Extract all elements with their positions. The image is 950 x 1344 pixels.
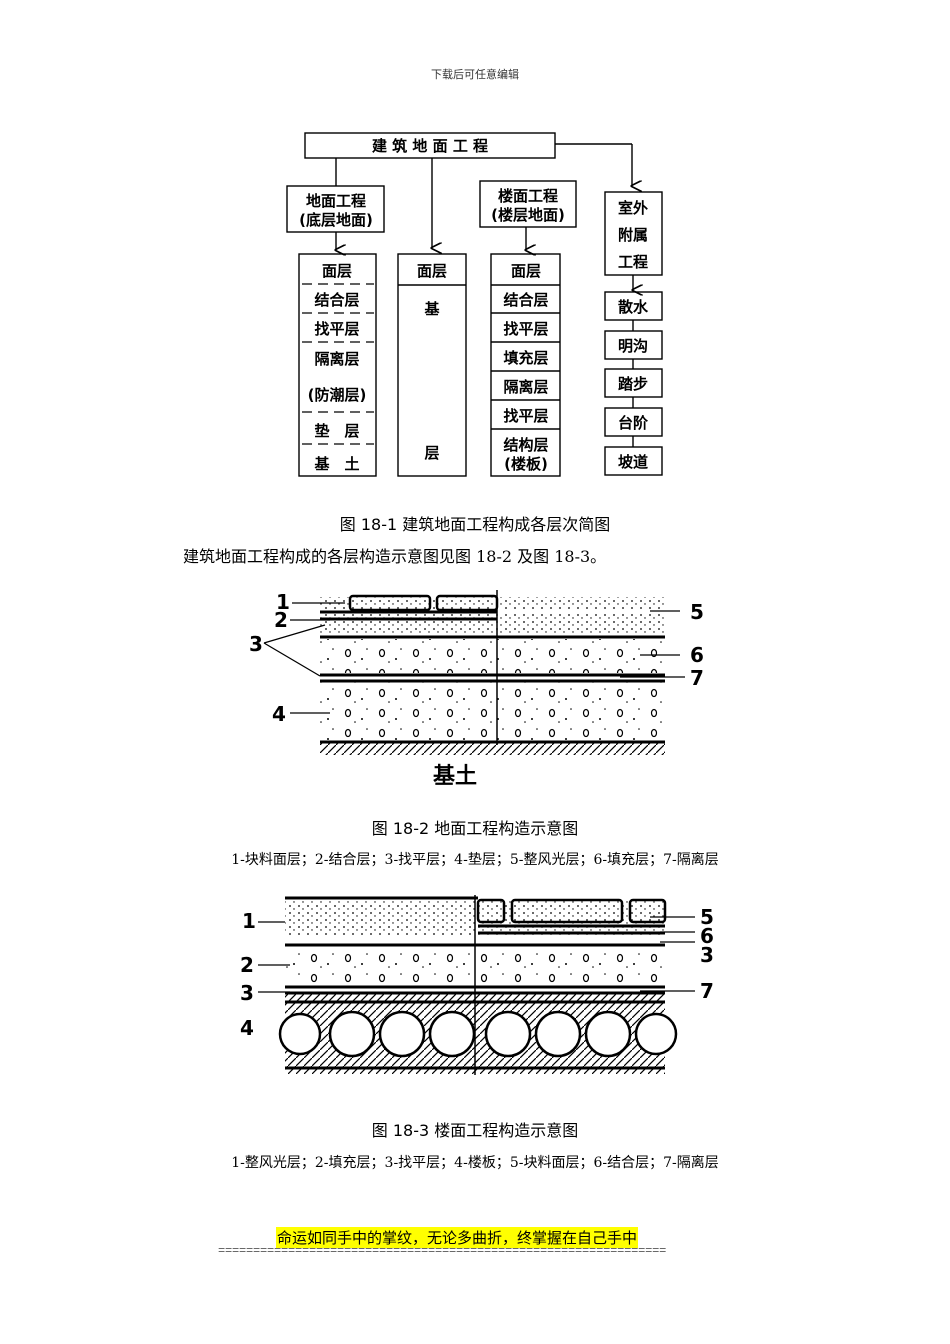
- floor-layer: 结合层: [503, 291, 548, 309]
- figure-18-1-flowchart: 建 筑 地 面 工 程 地面工程 (底层地面) 面层 结合层 找平层 隔离层 (…: [286, 132, 663, 477]
- floor-node-subtitle: (楼层地面): [491, 206, 565, 224]
- label-5: 5: [690, 600, 704, 624]
- label-1: 1: [276, 590, 290, 614]
- label-4: 4: [240, 1016, 254, 1040]
- outdoor-node-title: 附属: [618, 226, 648, 244]
- ground-layer: 找平层: [314, 320, 359, 338]
- floor-node-title: 楼面工程: [498, 187, 558, 205]
- figure-18-2-caption: 图 18-2 地面工程构造示意图: [371, 819, 579, 838]
- label-3: 3: [240, 981, 254, 1005]
- footer-rule: ========================================…: [218, 1244, 667, 1258]
- figure-18-2-legend: 1-块料面层；2-结合层；3-找平层；4-垫层；5-整风光层；6-填充层；7-隔…: [231, 852, 719, 868]
- floor-layer: 面层: [511, 262, 541, 280]
- label-6: 6: [700, 924, 714, 948]
- floor-layer: 找平层: [503, 320, 548, 338]
- label-3-right: 3: [700, 943, 714, 967]
- floor-layer: 结构层: [503, 436, 548, 454]
- ground-node-title: 地面工程: [306, 192, 366, 210]
- ground-layer: (防潮层): [308, 386, 367, 404]
- outdoor-item: 踏步: [618, 375, 648, 393]
- label-4: 4: [272, 702, 286, 726]
- label-1: 1: [242, 909, 256, 933]
- floor-layer: (楼板): [504, 455, 548, 473]
- figure-18-1-caption: 图 18-1 建筑地面工程构成各层次简图: [339, 515, 611, 534]
- floor-layer: 填充层: [503, 349, 548, 367]
- figure-18-3-diagram: 1 2 3 4 5 6 3 7: [240, 895, 714, 1075]
- floor-layer: 隔离层: [503, 378, 548, 396]
- floor-layer: 找平层: [503, 407, 548, 425]
- page-header-note: 下载后可任意编辑: [431, 68, 519, 81]
- ground-layer: 垫 层: [314, 422, 359, 440]
- outdoor-item: 明沟: [618, 337, 648, 355]
- label-7: 7: [690, 666, 704, 690]
- base-soil-label: 基土: [433, 764, 477, 789]
- root-node-label: 建 筑 地 面 工 程: [372, 137, 488, 155]
- ground-layer: 面层: [322, 262, 352, 280]
- body-paragraph: 建筑地面工程构成的各层构造示意图见图 18-2 及图 18-3。: [183, 547, 607, 566]
- base-layer-bottom: 层: [424, 444, 439, 462]
- label-2: 2: [240, 953, 254, 977]
- outdoor-node-title: 工程: [618, 253, 648, 271]
- outdoor-item: 散水: [618, 298, 649, 316]
- figure-18-3-caption: 图 18-3 楼面工程构造示意图: [371, 1121, 579, 1140]
- outdoor-node-title: 室外: [618, 199, 648, 217]
- ground-layer: 基 土: [313, 455, 359, 473]
- label-3: 3: [249, 632, 263, 656]
- base-layer-mid: 基: [423, 300, 440, 318]
- outdoor-item: 坡道: [618, 453, 648, 471]
- label-5: 5: [700, 905, 714, 929]
- figure-18-2-diagram: 1 2 3 4 5 6 7 基土: [249, 590, 704, 789]
- figure-18-3-legend: 1-整风光层；2-填充层；3-找平层；4-楼板；5-块料面层；6-结合层；7-隔…: [231, 1155, 719, 1171]
- footer-quote: 命运如同手中的掌纹，无论多曲折，终掌握在自己手中: [276, 1227, 639, 1248]
- label-7: 7: [700, 979, 714, 1003]
- label-2: 2: [274, 608, 288, 632]
- outdoor-item: 台阶: [618, 414, 649, 432]
- ground-layer: 结合层: [314, 291, 359, 309]
- label-6: 6: [690, 643, 704, 667]
- ground-node-subtitle: (底层地面): [299, 211, 373, 229]
- ground-layer: 隔离层: [314, 350, 359, 368]
- base-layer-top: 面层: [417, 262, 447, 280]
